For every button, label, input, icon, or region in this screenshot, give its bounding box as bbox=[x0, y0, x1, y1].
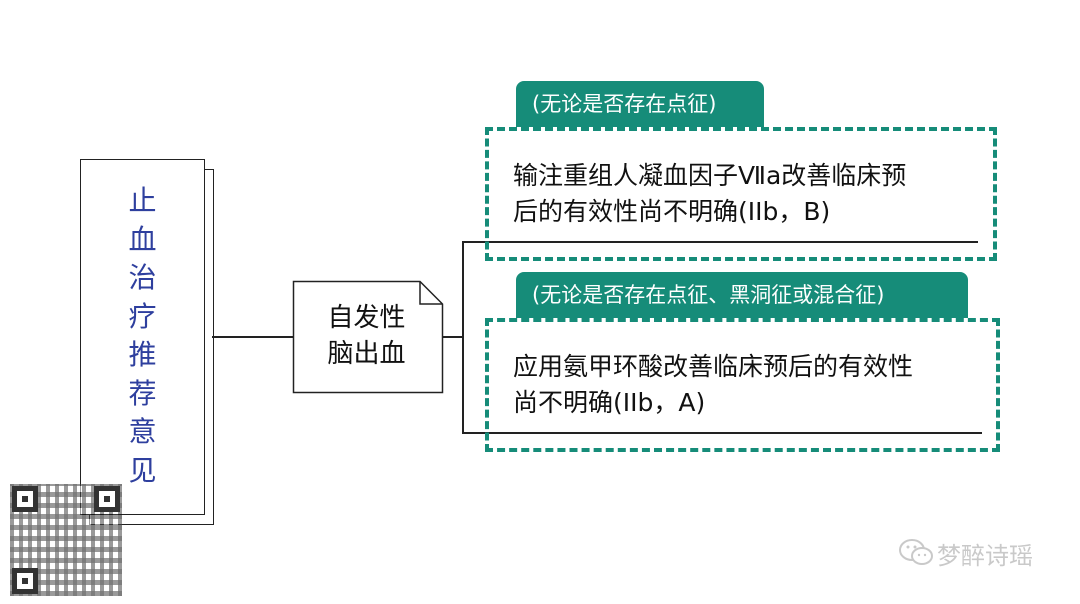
bracket-top-line bbox=[462, 241, 978, 243]
note-line: 脑出血 bbox=[327, 339, 406, 369]
recommendation-box bbox=[485, 127, 997, 261]
note-label: 自发性 脑出血 bbox=[294, 300, 439, 372]
recommendation-line: 尚不明确(IIb，A) bbox=[513, 388, 706, 417]
recommendation-text: 应用氨甲环酸改善临床预后的有效性 尚不明确(IIb，A) bbox=[513, 349, 988, 421]
note-shape bbox=[292, 280, 444, 394]
bracket-line bbox=[462, 241, 464, 433]
connector-line bbox=[212, 336, 294, 338]
qr-finder-icon bbox=[12, 568, 38, 594]
title-char: 治 bbox=[128, 261, 157, 294]
title-char: 推 bbox=[128, 338, 157, 371]
recommendation-box bbox=[485, 318, 1000, 452]
recommendation-line: 输注重组人凝血因子Ⅶa改善临床预 bbox=[513, 161, 907, 190]
title-char: 荐 bbox=[128, 376, 157, 410]
title-box bbox=[80, 159, 205, 515]
qr-finder-icon bbox=[12, 486, 38, 512]
recommendation-line: 后的有效性尚不明确(IIb，B) bbox=[513, 197, 831, 226]
title-char: 意 bbox=[128, 415, 157, 448]
title-char: 止 bbox=[128, 184, 157, 217]
recommendation-tag: (无论是否存在点征) bbox=[516, 81, 764, 127]
connector-line bbox=[443, 336, 463, 338]
recommendation-text: 输注重组人凝血因子Ⅶa改善临床预 后的有效性尚不明确(IIb，B) bbox=[513, 158, 983, 230]
title-char: 见 bbox=[128, 453, 157, 487]
vertical-title: 止 血 治 疗 推 荐 意 见 bbox=[80, 182, 205, 490]
bracket-bottom-line bbox=[462, 432, 982, 434]
qr-finder-icon bbox=[94, 486, 120, 512]
wechat-icon bbox=[899, 539, 933, 565]
watermark-text: 梦醉诗瑶 bbox=[937, 542, 1033, 570]
title-char: 疗 bbox=[128, 299, 157, 333]
recommendation-line: 应用氨甲环酸改善临床预后的有效性 bbox=[513, 352, 914, 381]
note-line: 自发性 bbox=[327, 303, 406, 333]
recommendation-tag: (无论是否存在点征、黑洞征或混合征) bbox=[516, 272, 968, 318]
title-char: 血 bbox=[128, 222, 157, 256]
